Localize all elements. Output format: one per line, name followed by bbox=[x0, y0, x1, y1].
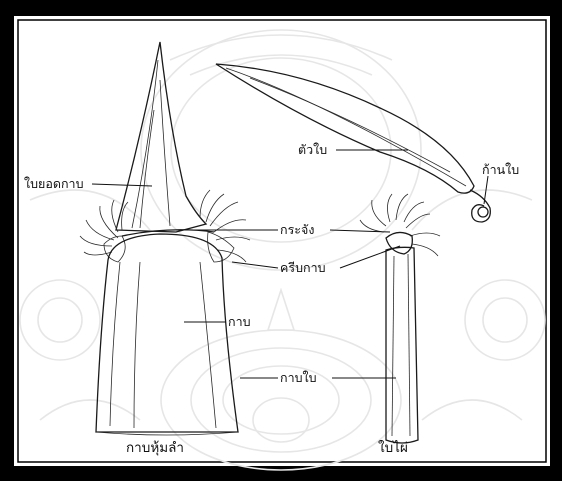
label-blade-tip: ใบยอดกาบ bbox=[24, 176, 84, 191]
label-petiole: ก้านใบ bbox=[482, 162, 519, 177]
label-sheath: กาบ bbox=[228, 314, 251, 329]
label-auricle: ครีบกาบ bbox=[280, 260, 326, 275]
caption-culm-sheath: กาบหุ้มลำ bbox=[126, 440, 184, 456]
caption-bamboo-leaf: ใบไผ่ bbox=[378, 439, 408, 456]
label-ligule: กระจัง bbox=[280, 222, 314, 237]
label-leaf-sheath: กาบใบ bbox=[280, 370, 317, 385]
label-leaf-blade: ตัวใบ bbox=[298, 142, 327, 157]
